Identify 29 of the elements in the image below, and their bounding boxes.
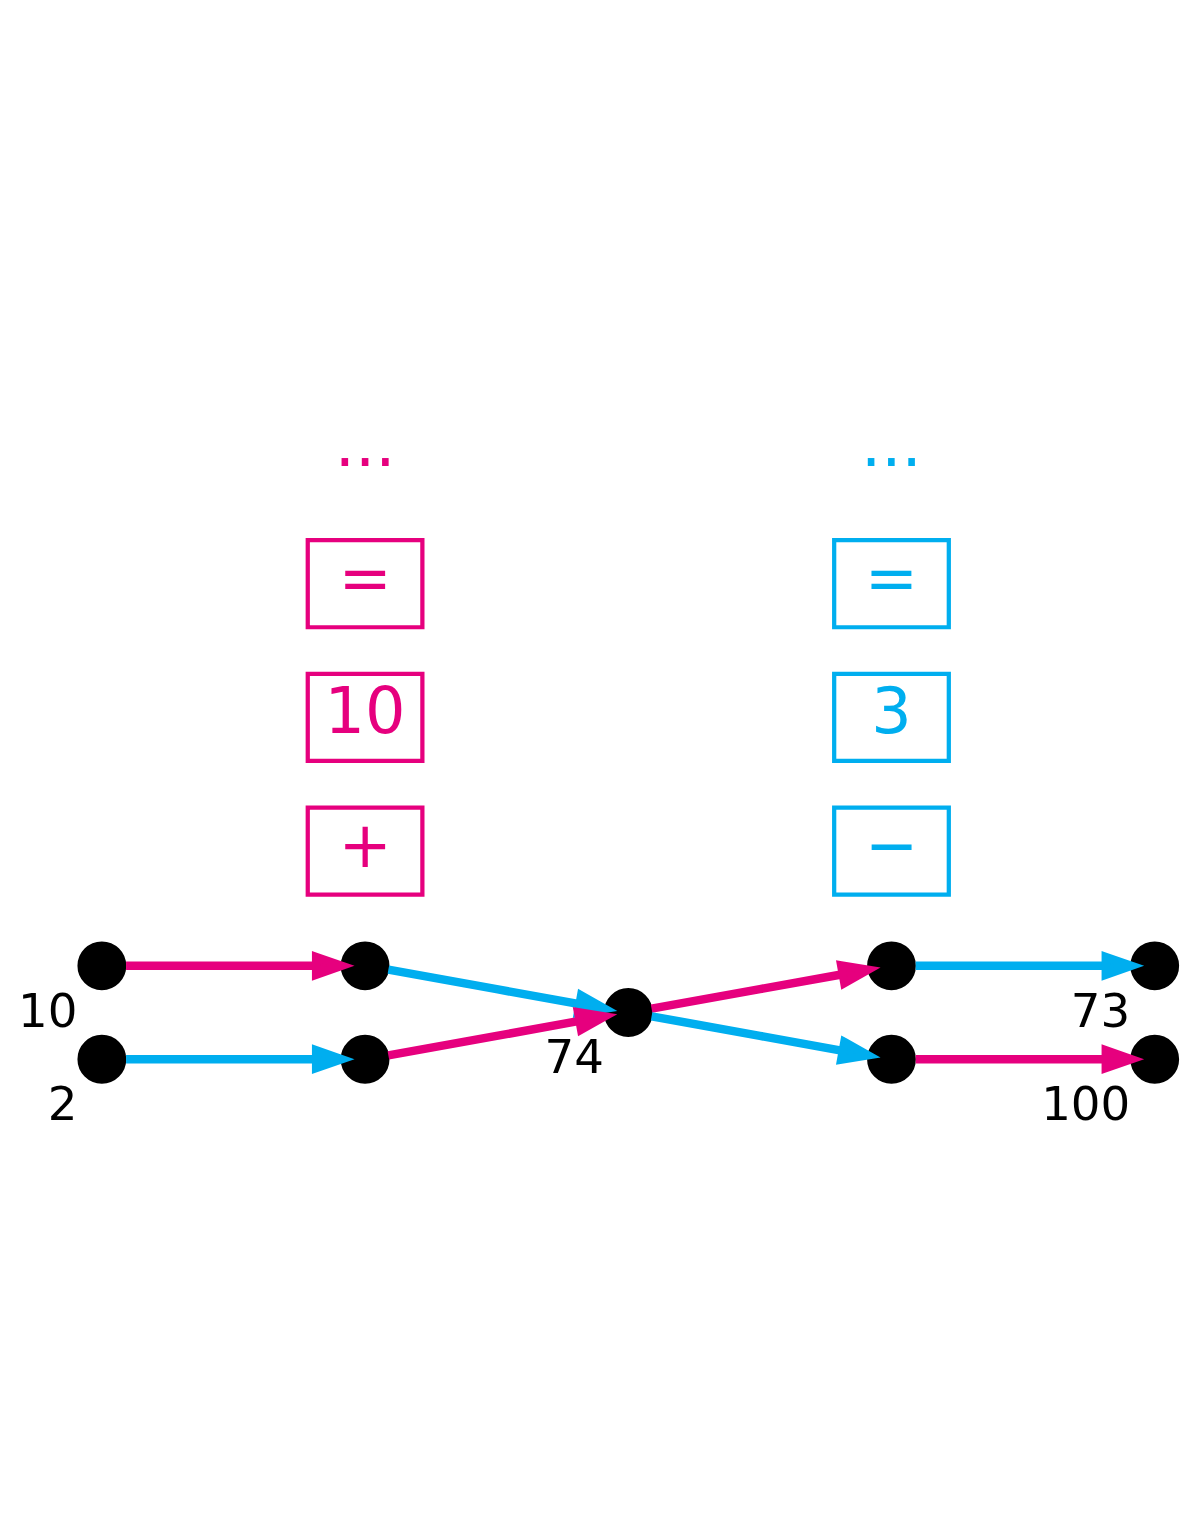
node-circle [77, 1034, 127, 1084]
node-box: + [305, 805, 425, 897]
node-label: 100 [1041, 1076, 1131, 1131]
node-label: 73 [1070, 983, 1131, 1038]
arrow [126, 1043, 355, 1074]
label: ... [861, 406, 922, 481]
node-circle [77, 940, 127, 990]
node-box: 10 [305, 671, 425, 763]
arrow [126, 950, 355, 981]
node-circle [340, 940, 390, 990]
arrow [387, 1006, 618, 1060]
node-circle [867, 1034, 916, 1084]
node-box: = [305, 537, 425, 629]
node-label: 74 [544, 1029, 604, 1084]
node-box: 3 [832, 671, 951, 763]
node-box: − [832, 805, 951, 897]
arrow [915, 950, 1145, 981]
label: ... [334, 406, 396, 481]
arrow [650, 959, 881, 1013]
node-box: = [832, 537, 951, 629]
node-label: 10 [18, 983, 78, 1038]
node-circle [603, 987, 653, 1037]
arrow [650, 1011, 881, 1065]
node-circle [340, 1034, 390, 1084]
arrow [915, 1043, 1145, 1074]
node-circle [1130, 1034, 1180, 1084]
node-label: 2 [47, 1076, 78, 1131]
node-circle [867, 940, 916, 990]
node-circle [1130, 940, 1180, 990]
